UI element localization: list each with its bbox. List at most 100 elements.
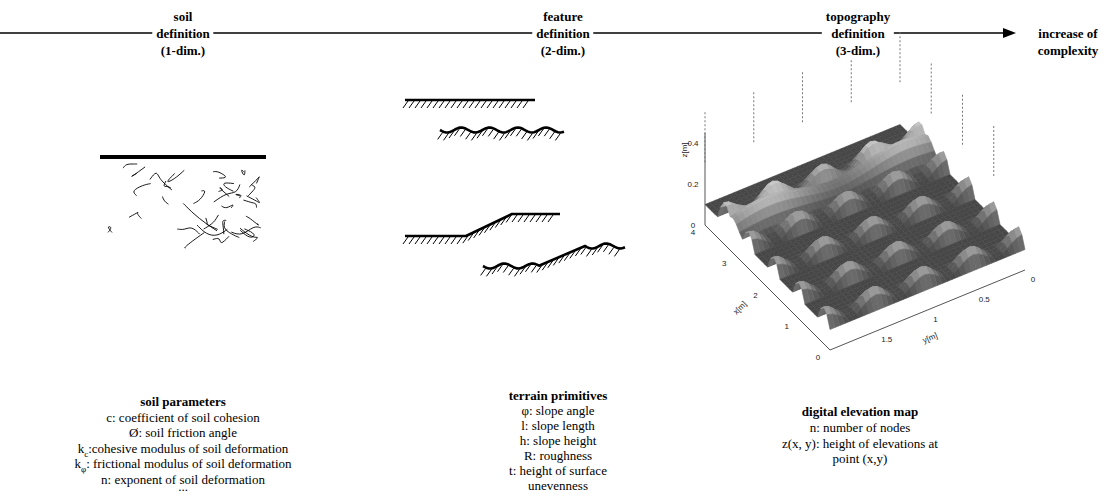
hatch-stroke xyxy=(433,101,438,108)
soil-fibre xyxy=(236,194,241,197)
parameter-item: z(x, y): height of elevations at point (… xyxy=(768,436,953,466)
arrow-head xyxy=(1003,28,1016,38)
hatch-stroke xyxy=(518,215,523,222)
hatch-stroke xyxy=(505,101,510,108)
hatch-stroke xyxy=(586,249,591,256)
parameter-item: l: slope length xyxy=(521,418,595,433)
hatch-stroke xyxy=(509,268,514,275)
soil-fibre xyxy=(132,167,145,176)
hatch-stroke xyxy=(488,129,493,136)
hatch-stroke xyxy=(603,245,608,252)
soil-fibre xyxy=(214,184,240,202)
grid-line xyxy=(802,72,803,123)
soil-surface xyxy=(100,155,266,159)
hatch-stroke xyxy=(511,101,516,108)
hatch-stroke xyxy=(481,268,486,275)
hatch-stroke xyxy=(522,132,527,139)
hatch-stroke xyxy=(403,101,408,108)
hatch-stroke xyxy=(550,132,555,139)
floor-axes xyxy=(705,225,1025,350)
hatch-stroke xyxy=(609,247,614,254)
surface-cell xyxy=(752,239,760,255)
parameter-item: kc:cohesive modulus of soil deformation xyxy=(78,441,289,456)
soil-fibre xyxy=(150,173,172,190)
hatch-stroke xyxy=(514,269,519,276)
hatch-stroke xyxy=(415,101,420,108)
hatch-stroke xyxy=(516,129,521,136)
hatch-stroke xyxy=(536,215,541,222)
stage-heading: increase of complexity xyxy=(1022,25,1114,59)
parameter-item: Ø: soil friction angle xyxy=(129,425,237,440)
hatch-stroke xyxy=(466,132,471,139)
terrain-line xyxy=(440,128,564,133)
axis-tick-label: 0.2 xyxy=(687,180,698,189)
hatch-stroke xyxy=(463,101,468,108)
grid-line xyxy=(753,92,754,143)
axis-tick-label: 4 xyxy=(691,228,695,237)
hatch-stroke xyxy=(530,215,535,222)
grid-line xyxy=(962,95,963,146)
hatch-stroke xyxy=(471,133,476,140)
parameter-item: kφ: frictional modulus of soil deformati… xyxy=(74,456,291,471)
axis-tick-label: 1.5 xyxy=(881,335,892,344)
surface-cell xyxy=(774,256,782,264)
hatch-stroke xyxy=(409,237,414,244)
stage-heading: soil definition (1-dim.) xyxy=(152,8,213,59)
terrain-line xyxy=(405,214,560,236)
hatch-stroke xyxy=(614,249,619,256)
grid-line xyxy=(851,52,852,103)
axis-tick-label: 0 xyxy=(816,353,820,362)
hatch-stroke xyxy=(421,101,426,108)
axis-tick-label: 1 xyxy=(933,315,937,324)
parameter-item: c: coefficient of soil cohesion xyxy=(106,410,260,425)
parameter-item: t: height of surface unevenness xyxy=(488,463,628,493)
grid-line xyxy=(931,64,932,115)
hatch-stroke xyxy=(439,237,444,244)
axis-tick-label: 0.4 xyxy=(687,139,698,148)
hatch-stroke xyxy=(527,133,532,140)
hatch-stroke xyxy=(451,237,456,244)
hatch-stroke xyxy=(457,101,462,108)
hatch-stroke xyxy=(433,237,438,244)
hatch-stroke xyxy=(460,130,465,137)
parameter-list-title: terrain primitives xyxy=(509,388,608,403)
hatch-stroke xyxy=(494,132,499,139)
hatch-stroke xyxy=(445,101,450,108)
grid-line xyxy=(993,126,994,177)
stage-heading: feature definition (2-dim.) xyxy=(532,8,593,59)
hatch-stroke xyxy=(486,269,491,276)
surface-cell xyxy=(718,206,726,217)
surface-cell xyxy=(799,281,807,289)
soil-fibre xyxy=(129,212,141,218)
hatch-stroke xyxy=(542,215,547,222)
soil-fibre xyxy=(246,216,259,225)
hatch-stroke xyxy=(445,237,450,244)
soil-fibre xyxy=(224,221,239,237)
grid-line xyxy=(900,32,901,83)
soil-fibre xyxy=(249,177,259,187)
soil-fibre xyxy=(213,172,225,179)
surface-cell xyxy=(777,264,785,280)
z-axis xyxy=(705,133,706,225)
soil-fibre xyxy=(168,170,184,181)
hatch-stroke xyxy=(493,101,498,108)
elevation-surface xyxy=(705,32,1025,350)
surface-cell xyxy=(824,306,832,314)
soil-fibre xyxy=(134,184,151,196)
hatch-stroke xyxy=(523,101,528,108)
axis-title: x[m] xyxy=(731,299,748,316)
soil-fibre xyxy=(177,228,199,234)
soil-fibre xyxy=(224,183,234,191)
parameter-list-title: digital elevation map xyxy=(802,404,918,419)
hatch-stroke xyxy=(427,101,432,108)
soil-fibres xyxy=(108,164,261,248)
hatch-stroke xyxy=(457,237,462,244)
stage-heading: topography definition (3-dim.) xyxy=(822,8,894,59)
hatch-stroke xyxy=(415,237,420,244)
soil-fibre xyxy=(231,227,260,234)
parameter-item: n: number of nodes xyxy=(810,420,911,435)
hatch-stroke xyxy=(475,101,480,108)
axis-tick-label: 1 xyxy=(785,321,789,330)
hatch-stroke xyxy=(548,215,553,222)
axis-tick-label: 0 xyxy=(1031,275,1035,284)
